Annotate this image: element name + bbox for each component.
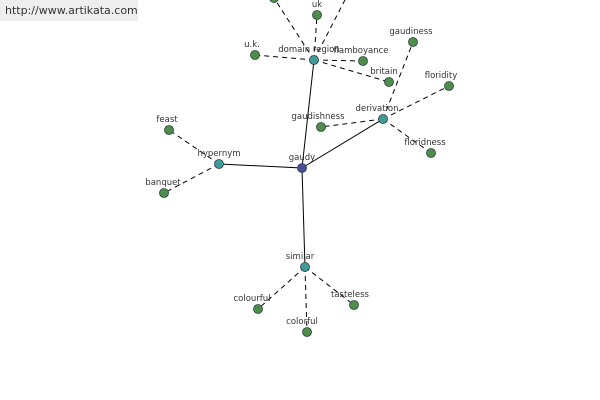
node-label-tasteless: tasteless [331, 290, 370, 300]
node-label-flamboyance: flamboyance [334, 46, 389, 56]
node-feast[interactable] [164, 125, 174, 135]
edge-domain-region-to-u-k [254, 54, 315, 61]
node-uk-top[interactable] [312, 10, 322, 20]
node-banquet[interactable] [159, 188, 169, 198]
node-hypernym[interactable] [214, 159, 224, 169]
node-label-gaudishness: gaudishness [291, 112, 345, 122]
node-label-derivation: derivation [355, 104, 398, 114]
labels-layer: gaudy hypernym domain region derivation simi… [145, 0, 457, 327]
node-label-britain: britain [370, 67, 398, 77]
node-label-domain-region: domain region [278, 45, 339, 55]
node-label-u-k: u.k. [244, 40, 260, 50]
edge-domain-region-to-britain [313, 59, 390, 83]
edge-gaudy-to-hypernym [218, 163, 303, 169]
edge-hypernym-to-banquet [163, 163, 220, 194]
node-label-banquet: banquet [145, 178, 181, 188]
edge-derivation-to-floridity [382, 85, 450, 120]
node-label-colorful: colorful [286, 317, 318, 327]
edge-domain-region-to-flamboyance [313, 59, 364, 62]
edge-domain-region-to-offscreen-2 [313, 0, 346, 61]
node-u-k[interactable] [250, 50, 260, 60]
node-label-similar: similar [286, 252, 315, 262]
node-gaudishness[interactable] [316, 122, 326, 132]
node-britain[interactable] [384, 77, 394, 87]
node-label-gaudiness: gaudiness [389, 27, 433, 37]
node-label-hypernym: hypernym [197, 149, 240, 159]
edge-hypernym-to-feast [168, 129, 220, 165]
node-label-gaudy: gaudy [289, 153, 315, 163]
node-colourful[interactable] [253, 304, 263, 314]
node-derivation[interactable] [378, 114, 388, 124]
node-similar[interactable] [300, 262, 310, 272]
site-url-link[interactable]: http://www.artikata.com [0, 0, 138, 21]
edge-similar-to-tasteless [304, 266, 355, 306]
node-gaudy[interactable] [297, 163, 307, 173]
node-domain-region[interactable] [309, 55, 319, 65]
nodes-layer [159, 0, 454, 337]
edge-derivation-to-floridness [382, 118, 432, 154]
node-floridness[interactable] [426, 148, 436, 158]
node-tasteless[interactable] [349, 300, 359, 310]
edges-layer [163, 0, 450, 333]
node-flamboyance[interactable] [358, 56, 368, 66]
edge-similar-to-colourful [257, 266, 306, 310]
edge-similar-to-colorful [304, 266, 308, 333]
node-label-floridness: floridness [404, 138, 446, 148]
node-offscreen-1[interactable] [269, 0, 279, 3]
edge-derivation-to-gaudishness [320, 118, 384, 128]
node-label-colourful: colourful [233, 294, 270, 304]
edge-gaudy-to-domain-region [301, 59, 315, 169]
edge-derivation-to-gaudiness [382, 41, 414, 120]
node-label-floridity: floridity [425, 71, 458, 81]
node-gaudiness[interactable] [408, 37, 418, 47]
node-label-feast: feast [156, 115, 178, 125]
edge-domain-region-to-offscreen-1 [274, 0, 315, 61]
edge-domain-region-to-uk-top [313, 14, 318, 61]
node-label-uk-top: uk [312, 0, 322, 10]
edge-gaudy-to-derivation [301, 118, 384, 169]
node-colorful[interactable] [302, 327, 312, 337]
edge-gaudy-to-similar [301, 167, 306, 268]
node-floridity[interactable] [444, 81, 454, 91]
